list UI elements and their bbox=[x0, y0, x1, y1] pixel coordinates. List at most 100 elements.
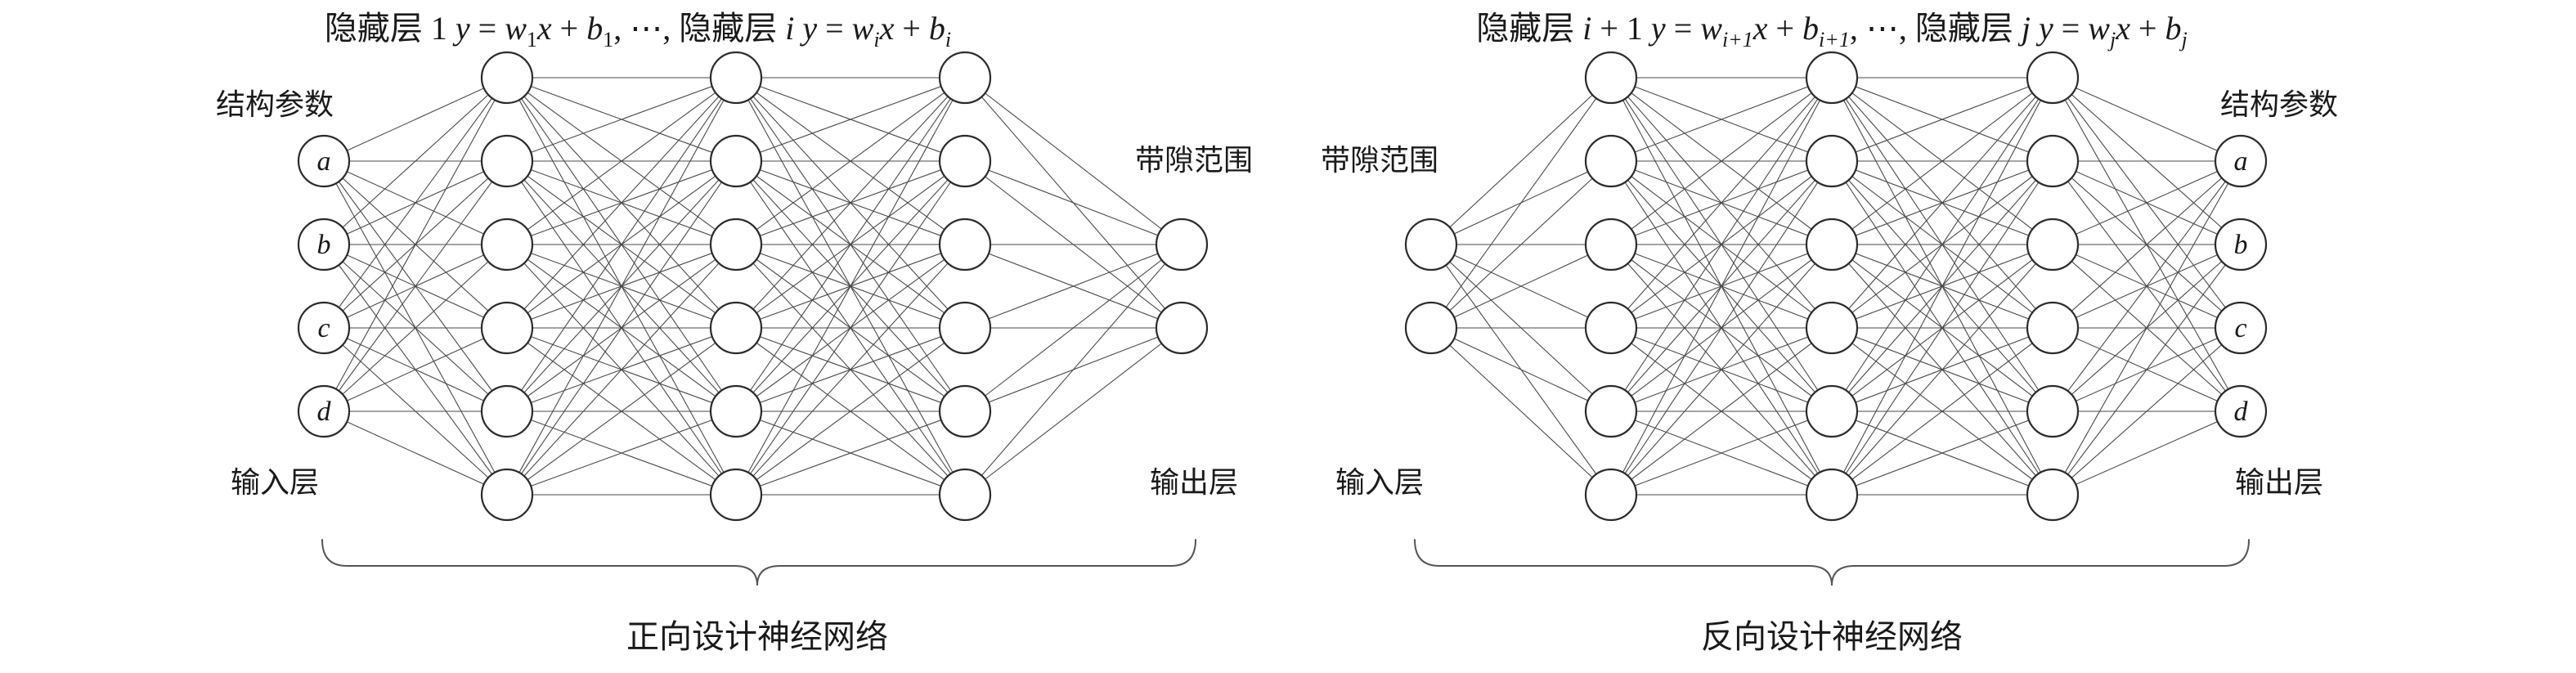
connection-edge bbox=[1610, 77, 1833, 412]
connection-edge bbox=[964, 244, 1183, 496]
neuron-node bbox=[297, 301, 351, 355]
neuron-node bbox=[2214, 218, 2268, 271]
connection-edge bbox=[1610, 77, 1833, 329]
connection-edge bbox=[2052, 77, 2242, 162]
underbrace bbox=[1414, 539, 2250, 586]
neuron-node bbox=[1805, 134, 1859, 188]
connection-edge bbox=[323, 77, 508, 329]
connection-edge bbox=[1831, 77, 2053, 162]
neuron-node bbox=[2026, 301, 2080, 355]
diagram-caption: 反向设计神经网络 bbox=[1701, 618, 1963, 655]
connection-edge bbox=[735, 77, 966, 245]
neuron-node bbox=[709, 301, 763, 355]
neuron-node bbox=[709, 468, 763, 522]
neuron-node bbox=[2026, 218, 2080, 271]
neuron-node bbox=[938, 301, 992, 355]
neuron-node bbox=[1584, 218, 1638, 271]
neuron-node bbox=[1805, 51, 1859, 105]
neuron-node bbox=[1584, 134, 1638, 188]
network-graph: a b c d bbox=[297, 51, 1209, 522]
connection-edge bbox=[323, 327, 508, 412]
connection-edge bbox=[964, 244, 1183, 329]
neuron-node bbox=[2026, 468, 2080, 522]
neuron-node bbox=[297, 134, 351, 188]
connection-edge bbox=[2052, 160, 2242, 496]
connection-edge bbox=[323, 411, 508, 496]
connection-edge bbox=[323, 77, 508, 412]
connection-edge bbox=[1430, 160, 1612, 329]
connection-edge bbox=[1831, 77, 2053, 412]
structural-params-label: 结构参数 bbox=[216, 88, 334, 121]
node-label: c bbox=[2234, 313, 2246, 343]
neuron-node bbox=[1805, 301, 1859, 355]
connection-edge bbox=[1831, 77, 2053, 245]
neuron-node bbox=[709, 134, 763, 188]
neuron-node bbox=[2026, 51, 2080, 105]
neuron-node bbox=[2026, 134, 2080, 188]
neuron-node bbox=[1805, 218, 1859, 271]
inverse-network-diagram: 隐藏层 i + 1 y = wi+1x + bi+1, ⋯, 隐藏层 j y =… bbox=[1321, 10, 2338, 655]
connection-edge bbox=[323, 77, 508, 245]
neuron-node bbox=[938, 51, 992, 105]
neuron-node bbox=[2026, 384, 2080, 438]
node-label: b bbox=[2234, 230, 2248, 260]
connection-edge bbox=[1610, 244, 1833, 496]
connection-edge bbox=[735, 77, 966, 162]
connection-edge bbox=[1430, 77, 1612, 329]
diagram-caption: 正向设计神经网络 bbox=[626, 618, 888, 655]
connection-edge bbox=[1831, 411, 2053, 496]
connection-edge bbox=[1831, 327, 2053, 496]
neuron-node bbox=[480, 218, 534, 271]
node-label: a bbox=[2234, 146, 2248, 177]
connection-edge bbox=[323, 77, 508, 162]
connection-edge bbox=[735, 77, 966, 412]
connection-edge bbox=[1610, 77, 1833, 496]
node-label: b bbox=[317, 230, 331, 260]
connection-edge bbox=[1610, 77, 1833, 245]
neuron-node bbox=[709, 218, 763, 271]
node-label: d bbox=[317, 397, 332, 427]
output-layer-label: 输出层 bbox=[1150, 466, 1238, 499]
neuron-node bbox=[480, 301, 534, 355]
hidden-layers-formula: 隐藏层 1 y = w1x + b1, ⋯, 隐藏层 i y = wix + b… bbox=[325, 10, 951, 52]
node-label: a bbox=[317, 146, 331, 177]
connection-edge bbox=[506, 77, 737, 245]
neuron-node bbox=[480, 134, 534, 188]
network-graph: a b c d bbox=[1404, 51, 2268, 522]
structural-params-label: 结构参数 bbox=[2220, 88, 2338, 121]
node-label: d bbox=[2234, 397, 2249, 427]
neuron-node bbox=[1155, 301, 1209, 355]
neuron-node bbox=[2214, 301, 2268, 355]
connection-edge bbox=[2052, 327, 2242, 496]
connection-edge bbox=[2052, 411, 2242, 496]
connection-edge bbox=[1831, 77, 2053, 496]
connection-edge bbox=[2052, 160, 2242, 329]
connection-edge bbox=[964, 244, 1183, 412]
connection-edge bbox=[506, 77, 737, 412]
connection-edge bbox=[735, 160, 966, 496]
neuron-node bbox=[1155, 218, 1209, 271]
neuron-node bbox=[1584, 384, 1638, 438]
forward-network-diagram: 隐藏层 1 y = w1x + b1, ⋯, 隐藏层 i y = wix + b… bbox=[216, 10, 1253, 655]
connection-edge bbox=[506, 77, 737, 162]
neuron-node bbox=[2214, 384, 2268, 438]
neuron-node bbox=[938, 468, 992, 522]
connection-edge bbox=[506, 327, 737, 496]
connection-edge bbox=[1430, 327, 1612, 496]
connection-edge bbox=[1610, 327, 1833, 496]
neuron-node bbox=[480, 468, 534, 522]
neuron-node bbox=[709, 51, 763, 105]
node-label: c bbox=[317, 313, 330, 343]
connection-edge bbox=[506, 77, 737, 496]
connection-edge bbox=[1610, 411, 1833, 496]
neuron-node bbox=[297, 384, 351, 438]
neuron-node bbox=[297, 218, 351, 271]
connection-edge bbox=[735, 327, 966, 496]
connection-edge bbox=[506, 160, 737, 496]
connection-edge bbox=[2052, 244, 2242, 496]
connection-edge bbox=[735, 411, 966, 496]
neuron-node bbox=[938, 134, 992, 188]
bandgap-range-label: 带隙范围 bbox=[1321, 144, 1438, 177]
connection-edge bbox=[1610, 160, 1833, 496]
